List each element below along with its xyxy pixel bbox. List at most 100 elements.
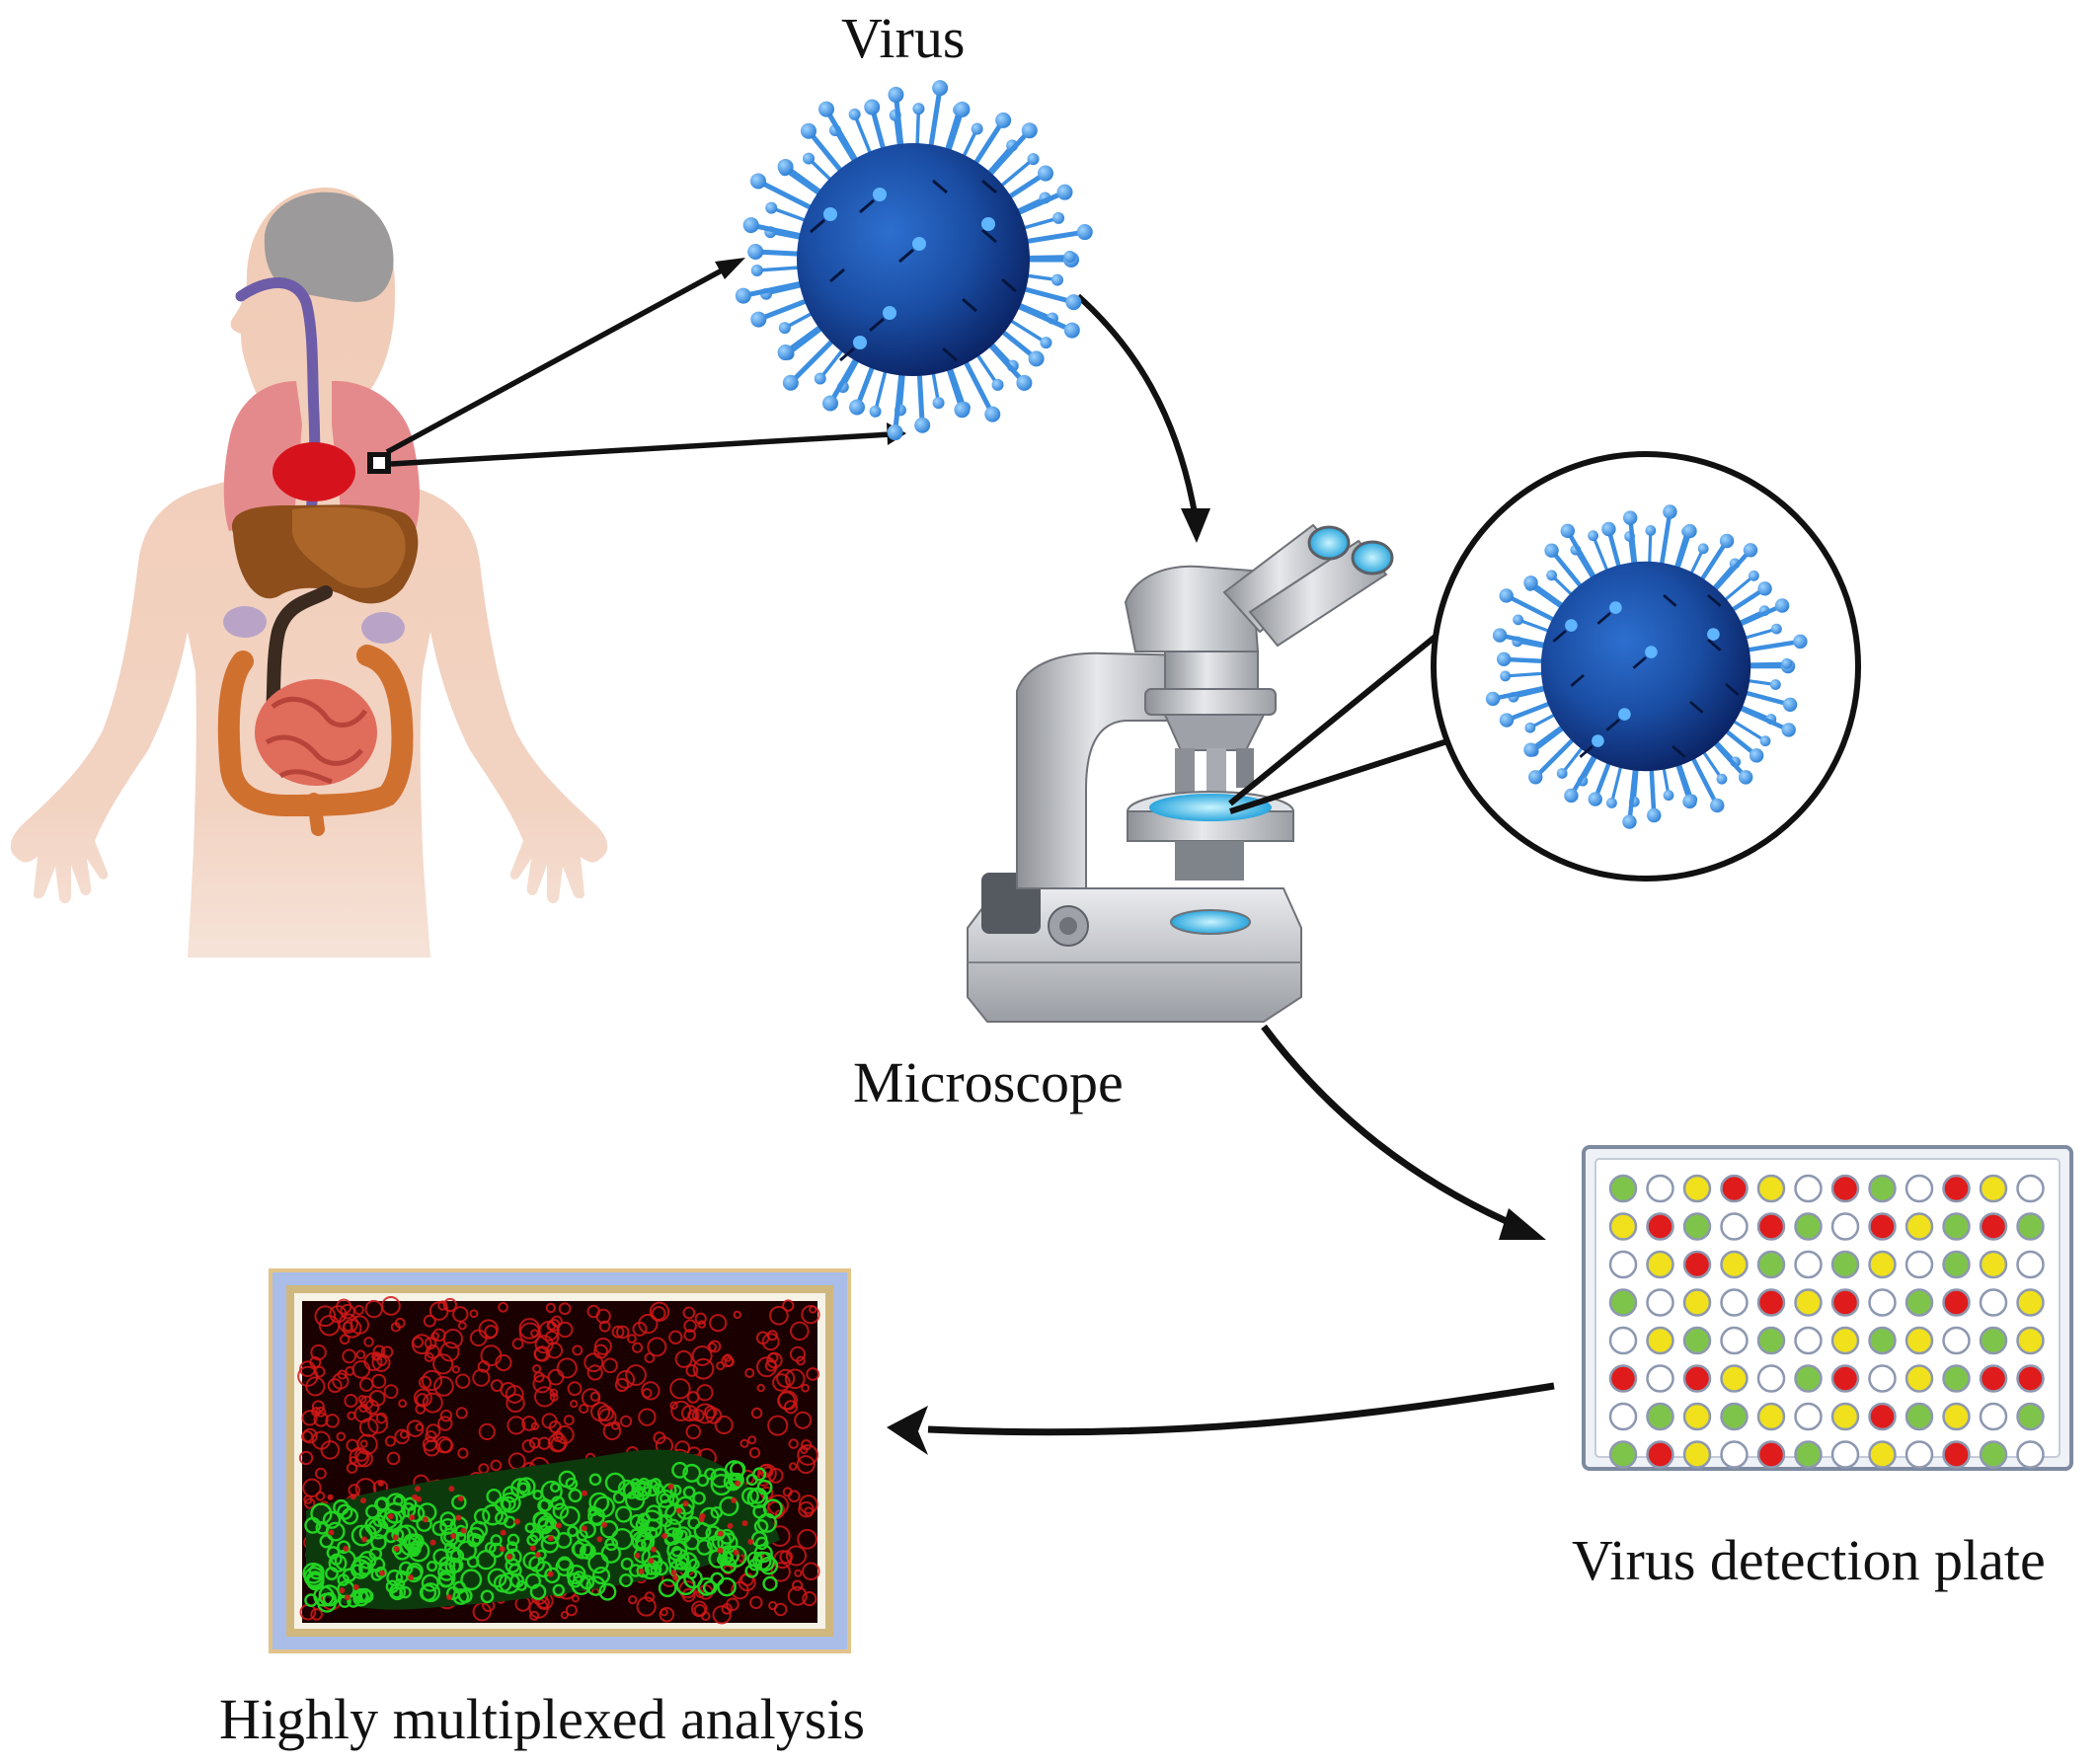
plate-well — [1720, 1402, 1749, 1431]
plate-well — [1608, 1440, 1638, 1469]
plate-well — [1794, 1250, 1823, 1279]
plate-well — [1756, 1440, 1786, 1469]
plate-well — [1905, 1440, 1934, 1469]
plate-well — [1942, 1174, 1971, 1203]
plate-well — [1646, 1212, 1674, 1241]
plate-well — [1942, 1440, 1971, 1469]
plate-well — [1608, 1212, 1638, 1241]
plate-well — [1942, 1288, 1971, 1317]
plate-well — [1682, 1288, 1712, 1317]
plate-well — [1830, 1212, 1860, 1241]
plate-well — [1905, 1402, 1934, 1431]
plate-well — [1794, 1402, 1823, 1431]
plate-well — [1682, 1364, 1712, 1393]
plate-well — [1830, 1174, 1860, 1203]
plate-well — [1830, 1440, 1860, 1469]
plate-well — [1905, 1288, 1934, 1317]
plate-well — [1868, 1402, 1897, 1431]
plate-well — [1868, 1212, 1897, 1241]
plate-well — [1868, 1440, 1897, 1469]
plate-well — [1720, 1326, 1749, 1355]
plate-well — [1608, 1402, 1638, 1431]
plate-well — [2016, 1364, 2045, 1393]
plate-well — [1942, 1364, 1971, 1393]
arrow-microscope-to-plate — [1261, 1024, 1546, 1240]
plate-well — [1979, 1288, 2008, 1317]
arrow-virus-to-microscope — [1075, 293, 1210, 543]
zoom-pointer — [1228, 619, 1482, 814]
virus-particle-icon — [735, 80, 1093, 441]
plate-well — [1830, 1364, 1860, 1393]
plate-well — [2016, 1326, 2045, 1355]
plate-well — [2016, 1212, 2045, 1241]
plate-well — [1608, 1174, 1638, 1203]
plate-well — [1794, 1174, 1823, 1203]
plate-well — [1756, 1326, 1786, 1355]
plate-well — [1720, 1364, 1749, 1393]
plate-well — [1830, 1402, 1860, 1431]
plate-well — [1720, 1212, 1749, 1241]
plate-well — [2016, 1288, 2045, 1317]
plate-well — [1646, 1364, 1674, 1393]
plate-well — [1720, 1174, 1749, 1203]
plate-well — [1682, 1212, 1712, 1241]
plate-well — [1905, 1174, 1934, 1203]
well-plate-icon — [1582, 1145, 2073, 1471]
plate-well — [1682, 1250, 1712, 1279]
plate-well — [1942, 1250, 1971, 1279]
plate-well — [1830, 1288, 1860, 1317]
plate-well — [1720, 1440, 1749, 1469]
plate-well — [1830, 1326, 1860, 1355]
plate-well — [1868, 1326, 1897, 1355]
plate-well — [2016, 1402, 2045, 1431]
plate-well — [1905, 1212, 1934, 1241]
plate-well — [1646, 1288, 1674, 1317]
plate-well — [1830, 1250, 1860, 1279]
plate-well — [1756, 1250, 1786, 1279]
plate-well — [1868, 1364, 1897, 1393]
plate-well — [1942, 1212, 1971, 1241]
plate-well — [1979, 1250, 2008, 1279]
plate-well — [1979, 1212, 2008, 1241]
plate-well — [1756, 1402, 1786, 1431]
plate-well — [1794, 1326, 1823, 1355]
plate-well — [1720, 1250, 1749, 1279]
plate-well — [1942, 1402, 1971, 1431]
plate-well — [1646, 1402, 1674, 1431]
plate-well — [1979, 1402, 2008, 1431]
plate-well — [1756, 1364, 1786, 1393]
plate-well — [1756, 1174, 1786, 1203]
plate-well — [2016, 1174, 2045, 1203]
magnified-virus-icon — [1431, 451, 1861, 882]
plate-well — [1794, 1440, 1823, 1469]
plate-well — [1794, 1288, 1823, 1317]
plate-well — [1646, 1440, 1674, 1469]
plate-well — [1905, 1250, 1934, 1279]
plate-well — [1608, 1364, 1638, 1393]
microscope-icon — [967, 523, 1394, 1023]
plate-well — [1979, 1174, 2008, 1203]
plate-well — [1682, 1402, 1712, 1431]
plate-well — [1794, 1212, 1823, 1241]
plate-well — [1646, 1174, 1674, 1203]
plate-well — [1868, 1288, 1897, 1317]
plate-well — [1868, 1174, 1897, 1203]
plate-well — [1756, 1212, 1786, 1241]
plate-well — [1608, 1326, 1638, 1355]
plate-well — [1646, 1250, 1674, 1279]
fluorescence-image-icon — [269, 1268, 851, 1653]
plate-well — [2016, 1440, 2045, 1469]
plate-well — [2016, 1250, 2045, 1279]
plate-well — [1682, 1174, 1712, 1203]
plate-well — [1942, 1326, 1971, 1355]
arrow-body-to-virus-lower — [390, 422, 906, 467]
arrow-body-to-virus-upper — [385, 258, 745, 455]
plate-well — [1979, 1440, 2008, 1469]
plate-well — [1868, 1250, 1897, 1279]
plate-well — [1979, 1364, 2008, 1393]
plate-well — [1608, 1288, 1638, 1317]
label-multiplexed-analysis: Highly multiplexed analysis — [219, 1687, 866, 1751]
plate-well — [1720, 1288, 1749, 1317]
